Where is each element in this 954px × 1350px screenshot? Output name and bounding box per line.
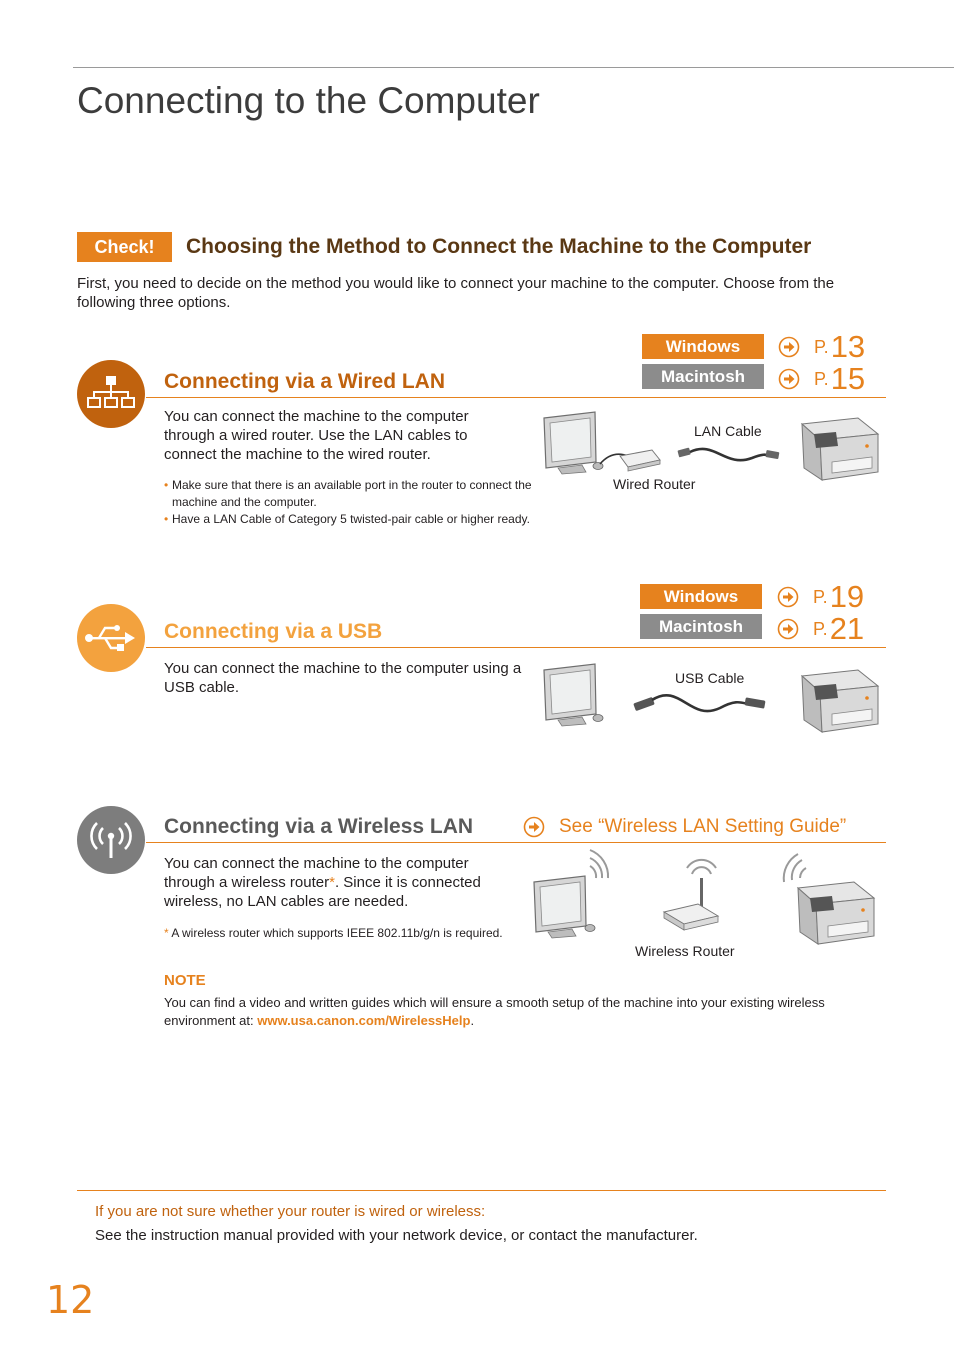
section-heading: Choosing the Method to Connect the Machi… bbox=[186, 235, 812, 258]
wireless-description: You can connect the machine to the compu… bbox=[164, 854, 509, 911]
wired-windows-page-link[interactable]: P.13 bbox=[778, 329, 866, 364]
intro-text: First, you need to decide on the method … bbox=[77, 275, 835, 311]
wireless-router-icon bbox=[662, 858, 720, 931]
printer-icon bbox=[796, 881, 876, 945]
usb-cable-label: USB Cable bbox=[675, 670, 745, 686]
signal-waves-icon bbox=[589, 849, 610, 879]
page-number: 13 bbox=[830, 329, 866, 364]
footnote-text: A wireless router which supports IEEE 80… bbox=[171, 926, 503, 940]
page-number: 19 bbox=[829, 579, 865, 614]
page-prefix: P. bbox=[813, 618, 828, 639]
wireless-desc-after: . Since it is connected wireless, no LAN… bbox=[164, 874, 481, 910]
note-end: . bbox=[470, 1012, 475, 1028]
printer-icon bbox=[800, 669, 880, 733]
wireless-icon bbox=[77, 806, 145, 874]
computer-icon bbox=[533, 875, 596, 939]
printer-icon bbox=[800, 417, 880, 481]
wired-windows-button[interactable]: Windows bbox=[642, 334, 764, 359]
lan-cable-label: LAN Cable bbox=[694, 423, 762, 439]
page-number: 15 bbox=[830, 361, 866, 396]
wired-router-icon bbox=[619, 449, 661, 472]
asterisk: * bbox=[329, 874, 335, 891]
usb-icon bbox=[77, 604, 145, 672]
arrow-circle-icon bbox=[777, 618, 799, 640]
note-label: NOTE bbox=[164, 972, 206, 989]
wireless-desc-before: You can connect the machine to the compu… bbox=[164, 855, 469, 891]
usb-diagram bbox=[543, 663, 880, 733]
wired-title: Connecting via a Wired LAN bbox=[164, 370, 446, 393]
page-number: 12 bbox=[46, 1278, 95, 1322]
page-number: 21 bbox=[829, 611, 865, 646]
wireless-guide-link[interactable]: See “Wireless LAN Setting Guide” bbox=[523, 816, 846, 838]
wired-macintosh-button[interactable]: Macintosh bbox=[642, 364, 764, 389]
wireless-footnote: * A wireless router which supports IEEE … bbox=[164, 926, 503, 940]
bullet-item: Have a LAN Cable of Category 5 twisted-p… bbox=[164, 511, 534, 528]
wired-bullets: Make sure that there is an available por… bbox=[164, 477, 534, 529]
computer-icon bbox=[543, 411, 604, 475]
tip-answer: See the instruction manual provided with… bbox=[95, 1227, 698, 1244]
wired-router-label: Wired Router bbox=[613, 476, 696, 492]
bullet-item: Make sure that there is an available por… bbox=[164, 477, 534, 510]
tip-question: If you are not sure whether your router … bbox=[95, 1203, 486, 1220]
page-prefix: P. bbox=[813, 586, 828, 607]
usb-rule bbox=[146, 647, 886, 648]
page-prefix: P. bbox=[814, 336, 829, 357]
page-prefix: P. bbox=[814, 368, 829, 389]
wireless-router-label: Wireless Router bbox=[635, 943, 735, 959]
wireless-diagram bbox=[533, 849, 876, 945]
wired-rule bbox=[146, 397, 886, 398]
guide-link-text: See “Wireless LAN Setting Guide” bbox=[559, 816, 847, 837]
usb-description: You can connect the machine to the compu… bbox=[164, 660, 522, 696]
computer-icon bbox=[543, 663, 604, 727]
arrow-circle-icon bbox=[523, 816, 545, 838]
wireless-help-link[interactable]: www.usa.canon.com/WirelessHelp bbox=[257, 1012, 471, 1028]
wireless-rule bbox=[146, 842, 886, 843]
lan-cable-icon bbox=[677, 447, 780, 462]
signal-waves-icon bbox=[782, 853, 807, 883]
arrow-circle-icon bbox=[778, 368, 800, 390]
note-body: You can find a video and written guides … bbox=[164, 995, 825, 1028]
wireless-title: Connecting via a Wireless LAN bbox=[164, 815, 474, 838]
usb-mac-page-link[interactable]: P.21 bbox=[777, 611, 865, 646]
usb-macintosh-button[interactable]: Macintosh bbox=[640, 614, 762, 639]
wired-description: You can connect the machine to the compu… bbox=[164, 408, 469, 463]
bottom-rule bbox=[77, 1190, 886, 1191]
network-icon bbox=[77, 360, 145, 428]
usb-cable-icon bbox=[633, 693, 766, 713]
wired-mac-page-link[interactable]: P.15 bbox=[778, 361, 866, 396]
page-title: Connecting to the Computer bbox=[77, 80, 540, 121]
usb-windows-page-link[interactable]: P.19 bbox=[777, 579, 865, 614]
footnote-asterisk: * bbox=[164, 926, 169, 940]
note-text: You can find a video and written guides … bbox=[164, 994, 894, 1029]
usb-title: Connecting via a USB bbox=[164, 620, 383, 643]
check-badge: Check! bbox=[77, 232, 172, 262]
usb-windows-button[interactable]: Windows bbox=[640, 584, 762, 609]
top-rule bbox=[73, 67, 954, 68]
arrow-circle-icon bbox=[778, 336, 800, 358]
wired-diagram bbox=[543, 411, 880, 481]
arrow-circle-icon bbox=[777, 586, 799, 608]
